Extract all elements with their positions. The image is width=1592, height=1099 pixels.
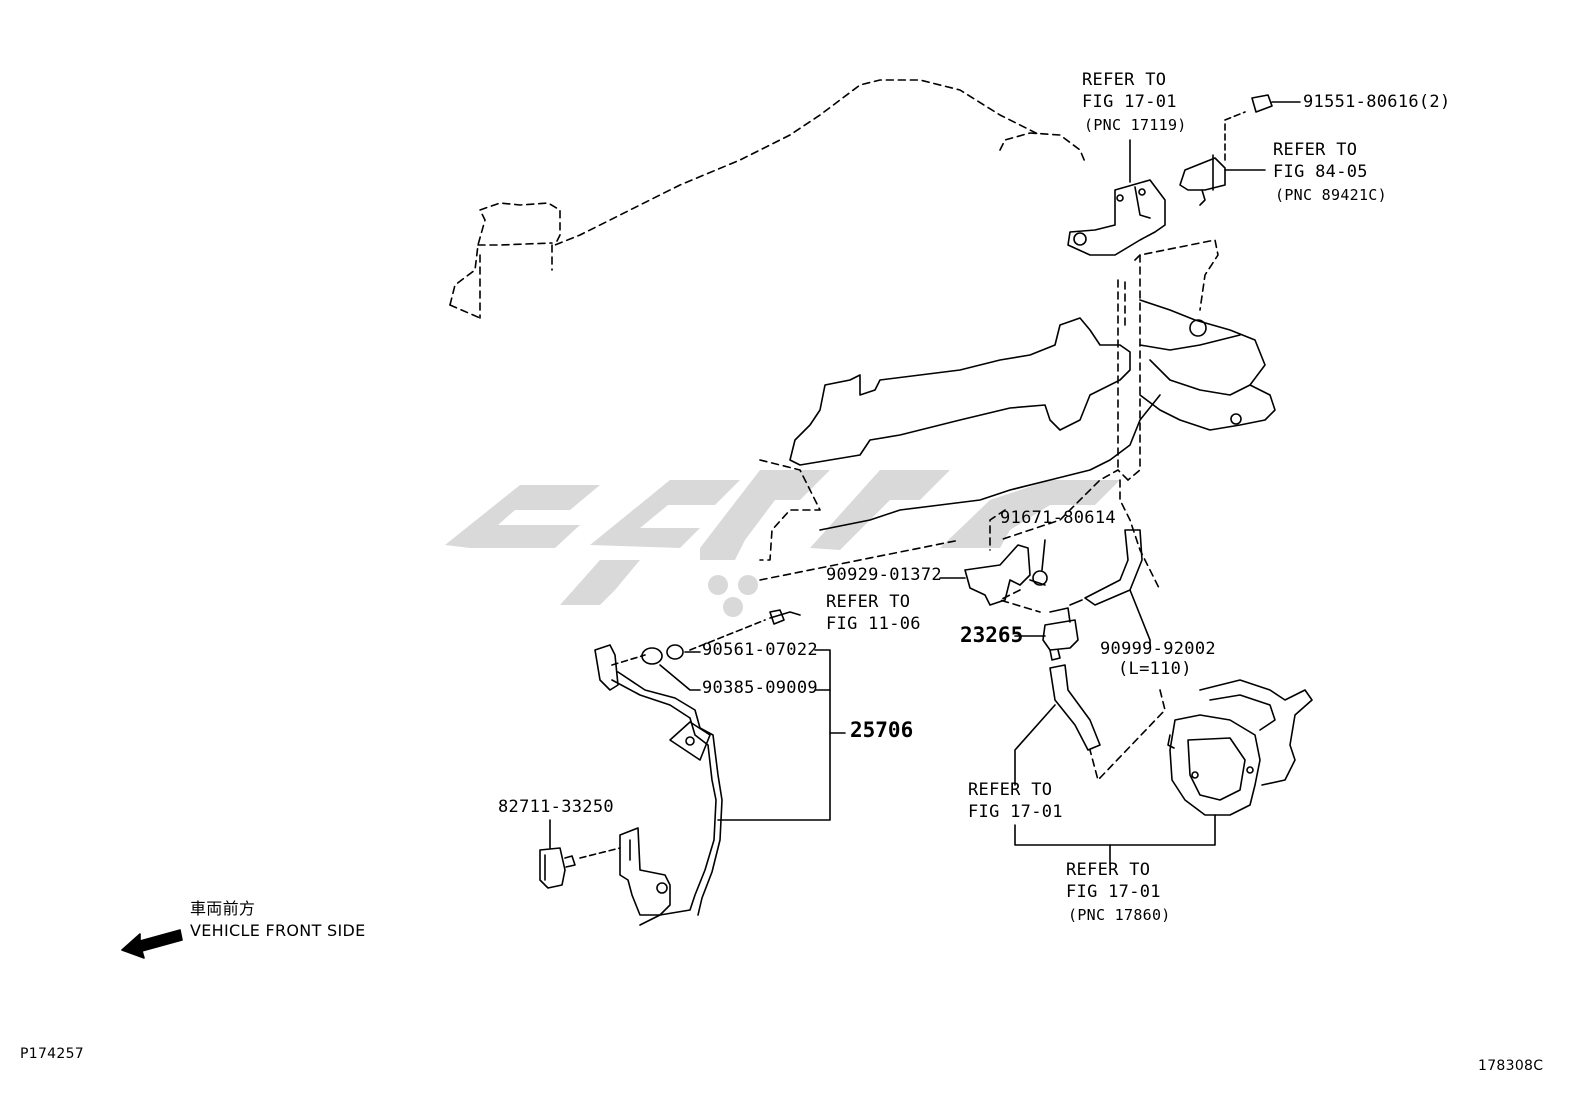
ref-17-01-line2: FIG 17-01 [968, 802, 1063, 822]
part-90999: 90999-92002 [1100, 639, 1216, 659]
ref-17119-line1: REFER TO [1082, 70, 1167, 90]
ref-11-06-line1: REFER TO [826, 592, 911, 612]
vsv-bracket [939, 539, 1048, 606]
hose-upper [1084, 529, 1151, 646]
engine-cover [789, 299, 1276, 531]
ref-17-01-line1: REFER TO [968, 780, 1053, 800]
pipe-assembly [594, 619, 846, 926]
part-91671: 91671-80614 [1000, 508, 1116, 528]
ref-17119-line3: (PNC 17119) [1084, 116, 1187, 134]
vsv-valve [1014, 599, 1083, 661]
ref-17860-line3: (PNC 17860) [1068, 906, 1171, 924]
part-23265: 23265 [960, 623, 1024, 647]
direction-label-en: VEHICLE FRONT SIDE [190, 921, 366, 940]
ref-17860-line1: REFER TO [1066, 860, 1151, 880]
throttle-body [1014, 679, 1313, 866]
part-90929: 90929-01372 [826, 565, 942, 585]
part-90385: 90385-09009 [702, 678, 818, 698]
part-82711: 82711-33250 [498, 797, 614, 817]
watermark-logo [445, 470, 1120, 617]
upper-bracket [1067, 139, 1166, 256]
part-90999-length: (L=110) [1118, 659, 1192, 679]
footer-left-code: P174257 [20, 1046, 84, 1062]
front-arrow-icon [121, 929, 183, 959]
engine-outline [449, 79, 1219, 781]
ref-17119-line2: FIG 17-01 [1082, 92, 1177, 112]
clip-bracket [539, 819, 671, 916]
footer-right-code: 178308C [1478, 1058, 1544, 1074]
ref-17860-line2: FIG 17-01 [1066, 882, 1161, 902]
ref-11-06-line2: FIG 11-06 [826, 614, 921, 634]
ref-89421c-line3: (PNC 89421C) [1275, 186, 1387, 204]
direction-label-jp: 車両前方 [190, 899, 256, 918]
clamps [641, 609, 801, 691]
ref-89421c-line2: FIG 84-05 [1273, 162, 1368, 182]
part-25706: 25706 [850, 718, 914, 742]
sensor-upper [1179, 94, 1301, 206]
ref-89421c-line1: REFER TO [1273, 140, 1358, 160]
part-91551: 91551-80616(2) [1303, 92, 1451, 112]
part-90561: 90561-07022 [702, 640, 818, 660]
hose-lower [1014, 664, 1101, 786]
